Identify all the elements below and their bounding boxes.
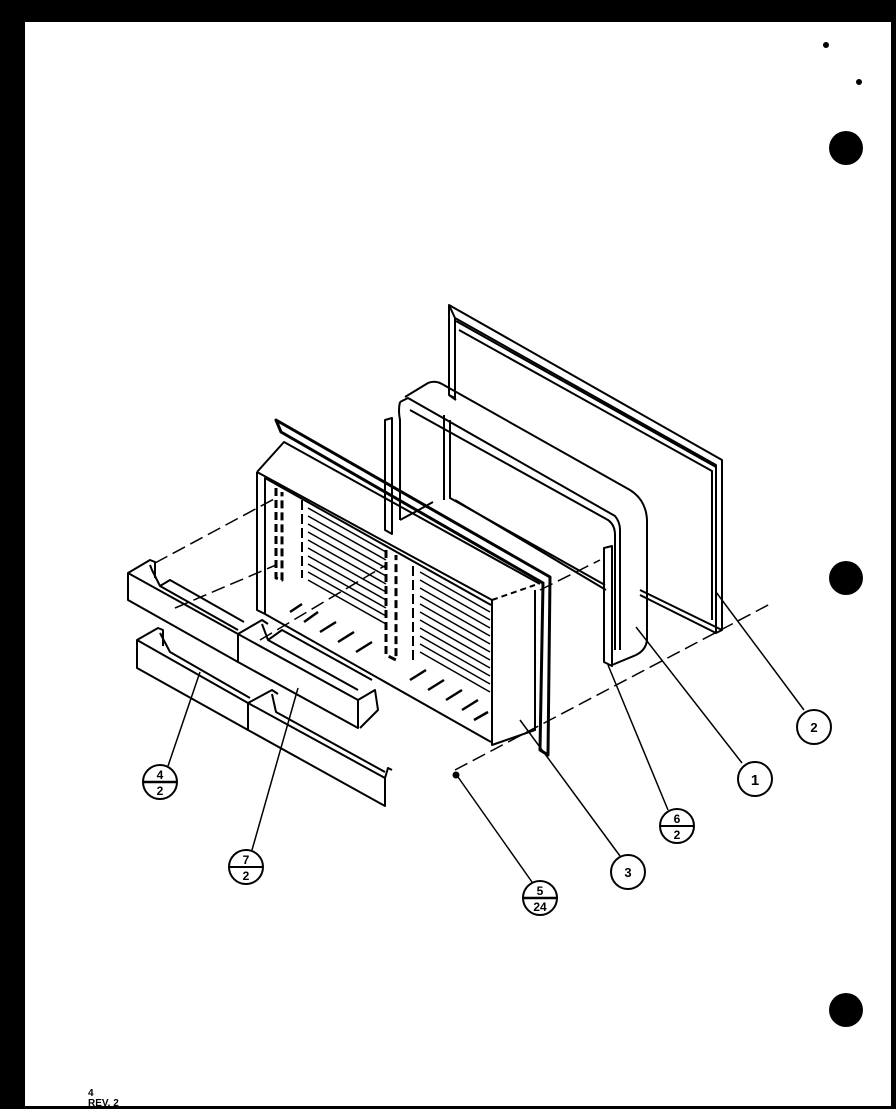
- callout-7-qty: 2: [243, 869, 250, 883]
- revision-label: REV. 2: [88, 1098, 119, 1109]
- callout-6-qty: 2: [674, 828, 681, 842]
- punch-holes: [823, 42, 863, 1027]
- part-5-screw: [452, 771, 460, 779]
- callout-4-qty: 2: [157, 784, 164, 798]
- callout-1-number: 1: [751, 772, 759, 789]
- leader-lines: [167, 591, 805, 883]
- callout-3-number: 3: [624, 865, 631, 880]
- part-1-trim-frame: [398, 380, 648, 666]
- callout-3: [610, 854, 646, 890]
- callout-5: [522, 880, 558, 916]
- callout-7: [228, 849, 264, 885]
- part-2-rear-frame: [448, 304, 723, 634]
- page-number: 4: [88, 1088, 94, 1099]
- callout-2: [796, 709, 832, 745]
- callout-5-number: 5: [537, 884, 544, 898]
- drawing-sheet: [25, 22, 891, 1106]
- part-3-grille-housing: [256, 418, 552, 757]
- callout-6-number: 6: [674, 812, 681, 826]
- assembly-guide-lines: [154, 497, 771, 771]
- callout-4: [142, 764, 178, 800]
- callout-1: [737, 761, 773, 797]
- part-4-7-trays: [127, 559, 393, 807]
- part-6-side-strips: [384, 417, 613, 667]
- callout-6: [659, 808, 695, 844]
- callout-5-qty: 24: [533, 900, 547, 914]
- callout-7-number: 7: [243, 853, 250, 867]
- callout-2-number: 2: [810, 720, 817, 735]
- callout-4-number: 4: [157, 768, 164, 782]
